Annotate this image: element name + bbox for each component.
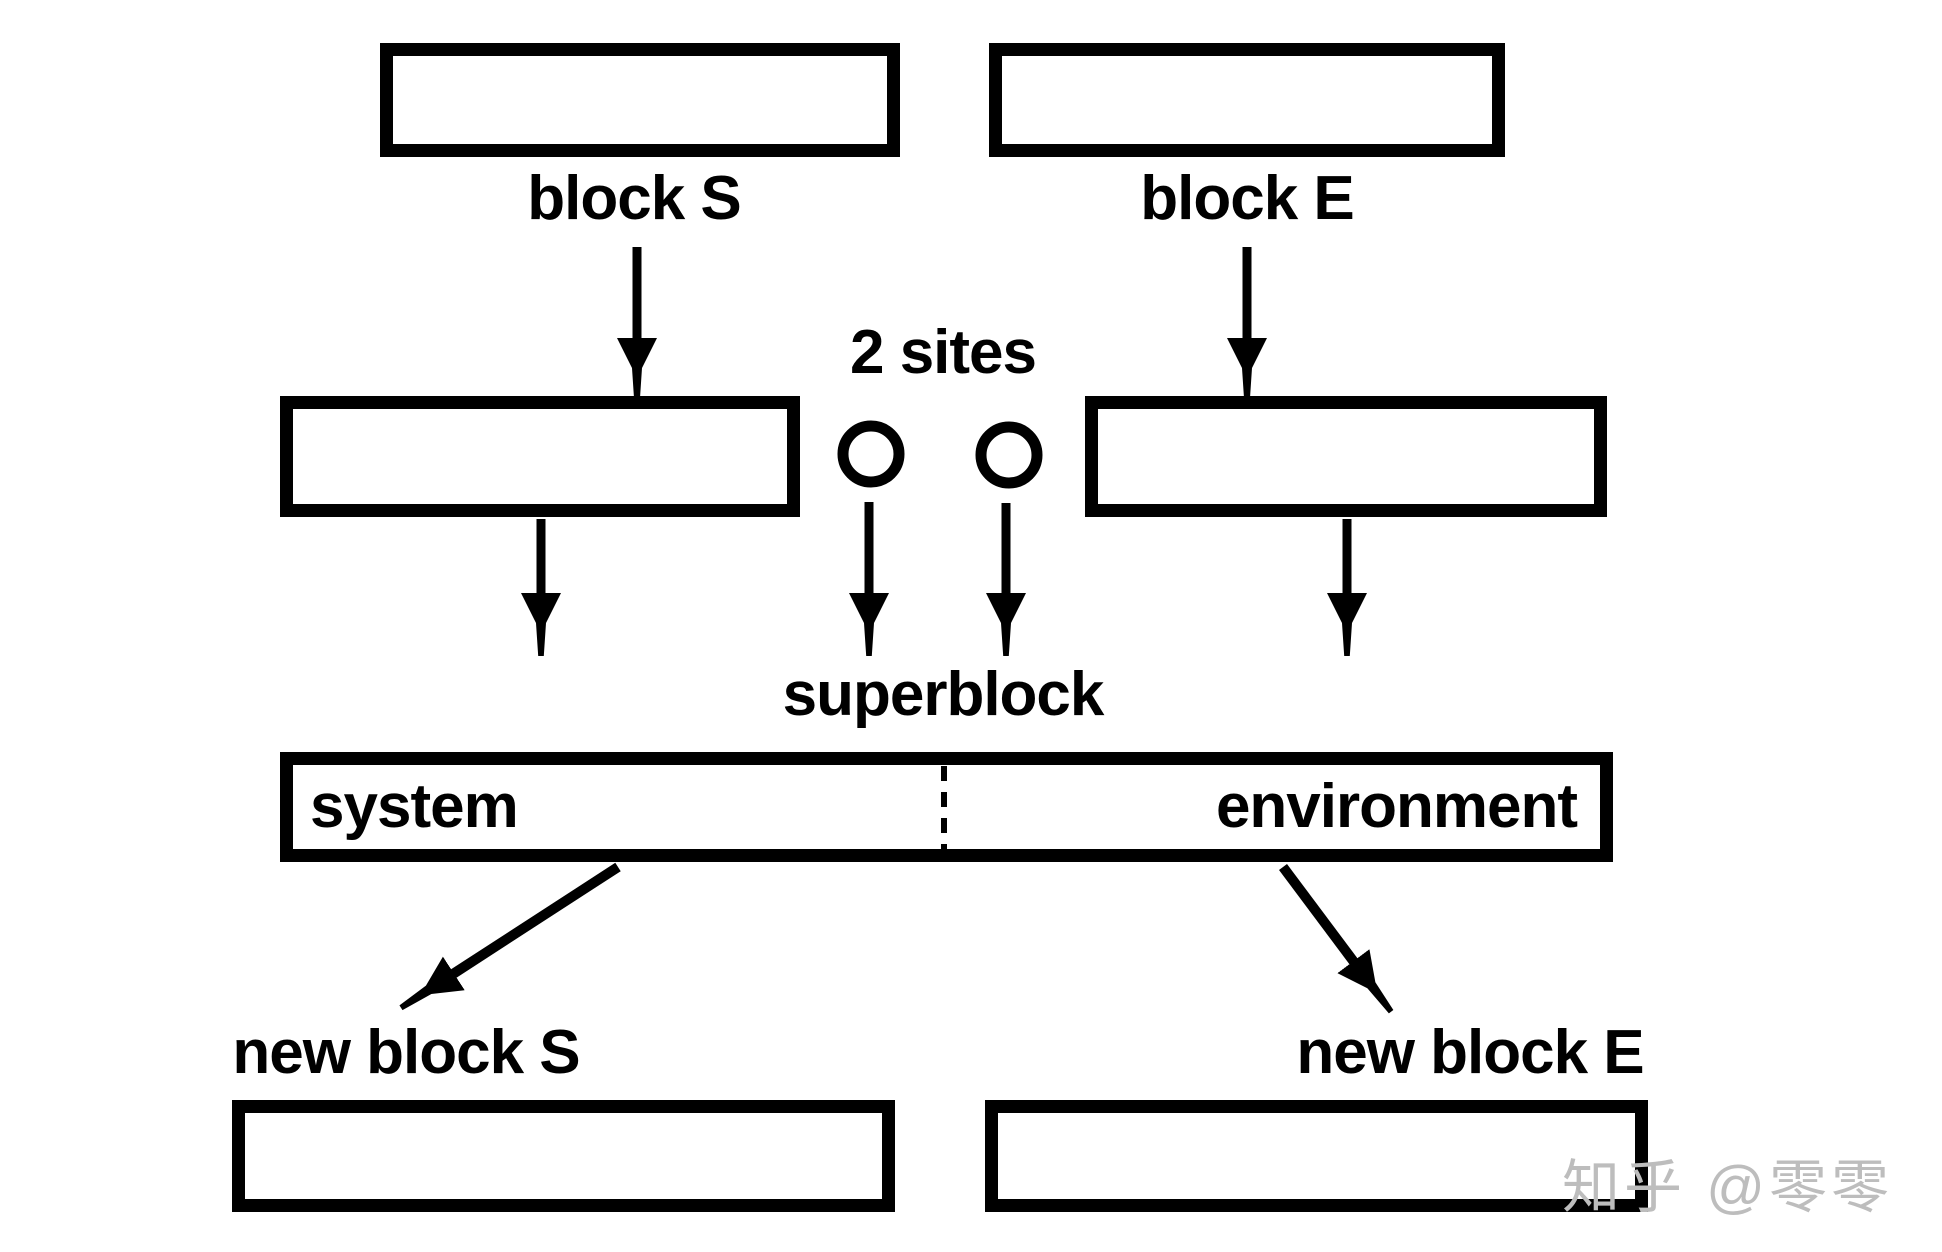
environment-label: environment: [1215, 772, 1578, 841]
arrow-environment-to-new-block-e: [1278, 864, 1394, 1014]
zhihu-watermark: 知乎 @零零: [1562, 1155, 1893, 1220]
superblock-label: superblock: [782, 660, 1105, 729]
two-sites-label: 2 sites: [849, 318, 1037, 387]
grown-block-s-rect: [280, 396, 800, 517]
new-block-s-label: new block S: [232, 1018, 580, 1087]
new-block-e-rect: [985, 1100, 1648, 1212]
system-label: system: [310, 772, 519, 841]
new-block-s-rect: [232, 1100, 895, 1212]
block-e-rect: [989, 43, 1505, 157]
new-block-e-label: new block E: [1296, 1018, 1644, 1087]
grown-block-e-rect: [1085, 396, 1607, 517]
site-circle-right: [975, 421, 1043, 489]
arrow-system-to-new-block-s: [399, 862, 621, 1011]
block-s-label: block S: [527, 164, 742, 233]
block-e-label: block E: [1140, 164, 1355, 233]
block-s-rect: [380, 43, 900, 157]
site-circle-left: [837, 420, 905, 488]
